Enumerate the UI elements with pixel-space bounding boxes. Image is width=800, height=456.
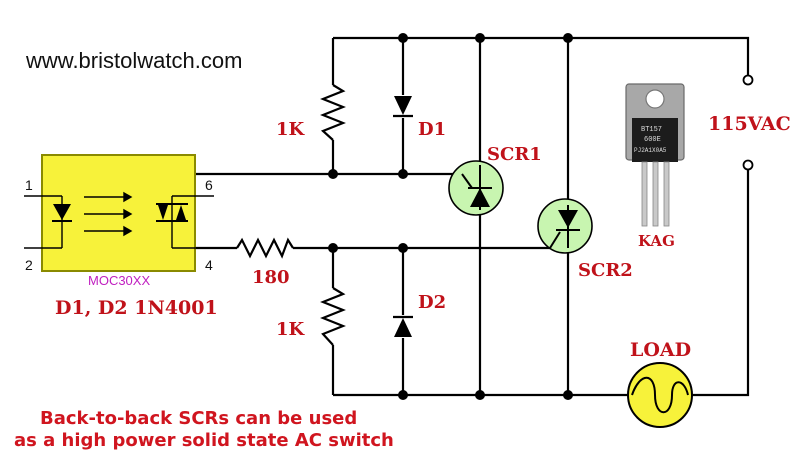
label-d2: D2 bbox=[418, 292, 446, 313]
label-r-top: 1K bbox=[276, 119, 306, 140]
triac-icon bbox=[156, 203, 188, 222]
label-scr2: SCR2 bbox=[578, 260, 633, 281]
label-diode-note: D1, D2 1N4001 bbox=[55, 297, 218, 319]
package-marking-3: PJ2A1X0A5 bbox=[634, 147, 667, 154]
label-package-pins: KAG bbox=[638, 232, 675, 250]
light-arrows-icon bbox=[84, 191, 133, 237]
package-marking-2: 600E bbox=[644, 136, 661, 144]
resistor-bottom-icon bbox=[320, 287, 346, 346]
opto-pin-6: 6 bbox=[205, 177, 213, 193]
led-icon bbox=[53, 204, 71, 220]
scr-package-image: BT157 600E PJ2A1X0A5 bbox=[625, 83, 685, 227]
opto-pin-1: 1 bbox=[25, 177, 33, 193]
diode-d1-icon bbox=[393, 96, 413, 118]
optocoupler: 1 2 6 4 MOC30XX bbox=[24, 154, 214, 288]
resistor-top-icon bbox=[320, 84, 346, 141]
label-d1: D1 bbox=[418, 119, 446, 140]
caption-line-1: Back-to-back SCRs can be used bbox=[40, 408, 357, 429]
junction-dots bbox=[328, 33, 573, 400]
label-load: LOAD bbox=[630, 339, 691, 361]
label-r-gate: 180 bbox=[252, 267, 290, 288]
resistor-gate-icon bbox=[236, 237, 294, 259]
opto-pin-2: 2 bbox=[25, 257, 33, 273]
diode-d2-icon bbox=[393, 315, 413, 337]
scr1-icon bbox=[448, 160, 504, 216]
package-marking-1: BT157 bbox=[641, 126, 662, 134]
scr2-icon bbox=[537, 198, 593, 254]
label-scr1: SCR1 bbox=[487, 144, 542, 165]
load-lamp-icon bbox=[627, 362, 693, 428]
website-url[interactable]: www.bristolwatch.com bbox=[25, 48, 242, 73]
opto-part-label: MOC30XX bbox=[88, 273, 150, 288]
label-r-bottom: 1K bbox=[276, 319, 306, 340]
caption-line-2: as a high power solid state AC switch bbox=[14, 430, 394, 451]
opto-pin-4: 4 bbox=[205, 257, 213, 273]
label-supply: 115VAC bbox=[708, 113, 791, 135]
